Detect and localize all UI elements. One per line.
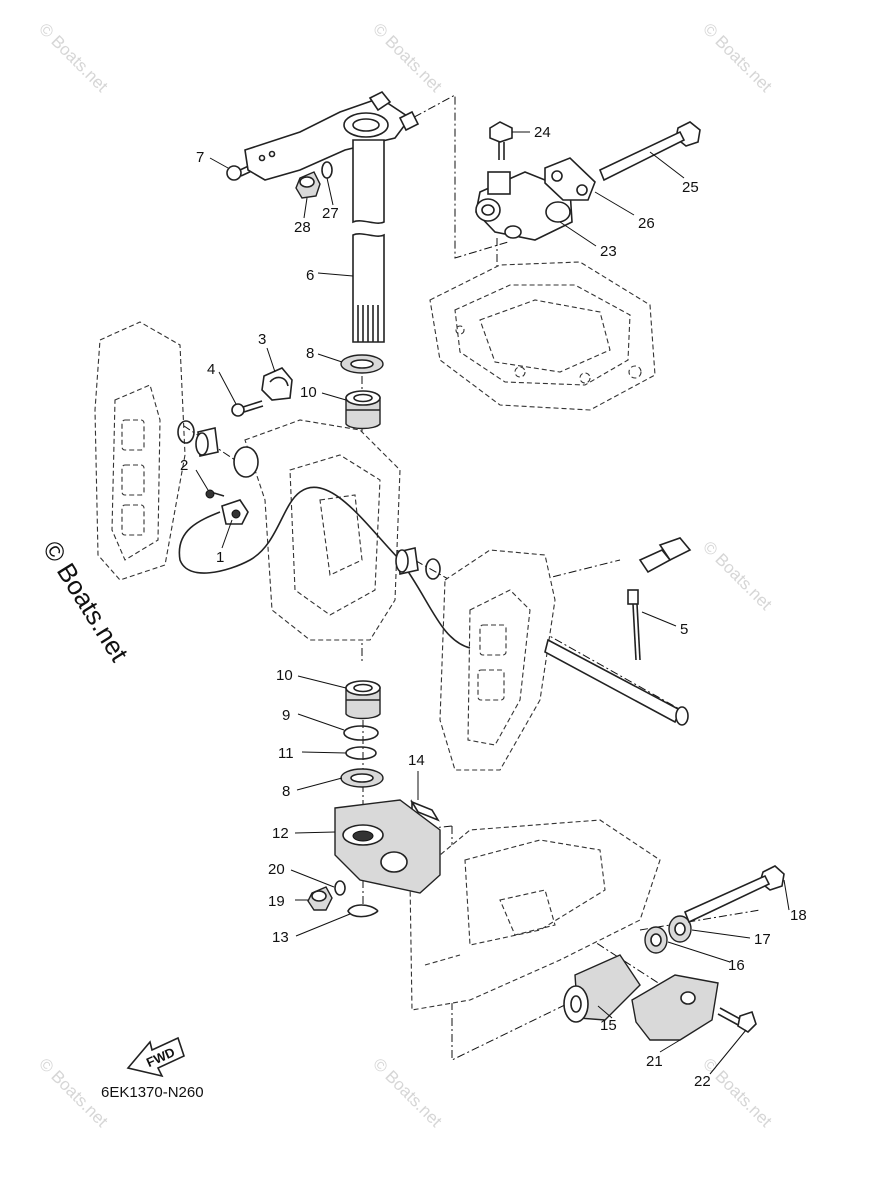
callout-10-upper: 10: [300, 384, 317, 401]
part-23-upper-mount: [475, 171, 573, 241]
callout-13: 13: [272, 929, 289, 946]
part-2-screw: [205, 489, 225, 499]
watermark: © Boats.net: [699, 19, 776, 96]
part-5-cable-tie: [627, 589, 641, 661]
part-28-nut: [295, 171, 321, 199]
callout-24: 24: [534, 124, 551, 141]
callout-23: 23: [600, 243, 617, 260]
callout-19: 19: [268, 893, 285, 910]
part-10-upper-bushing: [345, 390, 381, 430]
callout-28: 28: [294, 219, 311, 236]
part-3-clamp: [261, 367, 293, 401]
callout-21: 21: [646, 1053, 663, 1070]
part-17-washer: [668, 915, 692, 943]
part-22-bolt: [717, 1007, 757, 1034]
callout-15: 15: [600, 1017, 617, 1034]
tilt-tube: [544, 638, 689, 726]
right-pivot-bushings: [395, 547, 441, 580]
sensor-connector: [638, 537, 692, 574]
callout-5: 5: [680, 621, 688, 638]
part-11-ring: [345, 746, 377, 760]
callout-25: 25: [682, 179, 699, 196]
part-8-upper-washer: [340, 354, 384, 374]
part-19-nut: [307, 886, 333, 911]
ghost-components: [94, 261, 661, 1011]
part-27-washer: [321, 161, 333, 179]
forward-arrow-icon: FWD: [126, 1036, 185, 1078]
part-6-steering-shaft: [352, 139, 385, 343]
callout-14: 14: [408, 752, 425, 769]
part-12-lower-mount-housing: [334, 799, 441, 894]
callout-11: 11: [278, 745, 294, 762]
watermark: © Boats.net: [35, 19, 112, 96]
part-24-bolt: [489, 121, 513, 160]
part-26-plate: [544, 157, 596, 201]
callout-6: 6: [306, 267, 314, 284]
diagram-part-code: 6EK1370-N260: [101, 1084, 204, 1101]
part-20-washer: [334, 880, 346, 896]
watermark: © Boats.net: [369, 19, 446, 96]
callout-22: 22: [694, 1073, 711, 1090]
part-8-lower-washer: [340, 768, 384, 788]
callout-8-lower: 8: [282, 783, 290, 800]
watermark: © Boats.net: [699, 537, 776, 614]
part-21-cover: [631, 974, 719, 1041]
watermark: © Boats.net: [369, 1054, 446, 1131]
callout-3: 3: [258, 331, 266, 348]
part-25-bolt: [598, 121, 701, 182]
callout-16: 16: [728, 957, 745, 974]
callout-1: 1: [216, 549, 224, 566]
part-18-bolt: [683, 865, 785, 924]
callout-9: 9: [282, 707, 290, 724]
callout-27: 27: [322, 205, 339, 222]
callout-7: 7: [196, 149, 204, 166]
part-10-lower-bushing: [345, 680, 381, 720]
callout-26: 26: [638, 215, 655, 232]
part-1-trim-sensor: [178, 486, 471, 649]
part-16-plate: [644, 926, 668, 954]
watermarks: © Boats.net © Boats.net © Boats.net © Bo…: [35, 19, 776, 1131]
callout-12: 12: [272, 825, 289, 842]
callouts: 1 2 3 4 5 6 7 8 8 9 10 10 11 12 13 14 15…: [180, 124, 807, 1090]
callout-17: 17: [754, 931, 771, 948]
part-15-mount-rubber: [563, 954, 641, 1023]
part-13-circlip: [347, 904, 379, 918]
part-9-o-ring: [343, 725, 379, 741]
callout-20: 20: [268, 861, 285, 878]
steering-arm: [244, 90, 420, 181]
callout-4: 4: [207, 361, 215, 378]
callout-18: 18: [790, 907, 807, 924]
watermark: © Boats.net: [699, 1054, 776, 1131]
callout-8-upper: 8: [306, 345, 314, 362]
callout-10-lower: 10: [276, 667, 293, 684]
callout-2: 2: [180, 457, 188, 474]
leader-lines: [195, 131, 790, 1075]
part-4-bolt: [231, 400, 264, 417]
left-pivot-bushings: [177, 420, 259, 478]
